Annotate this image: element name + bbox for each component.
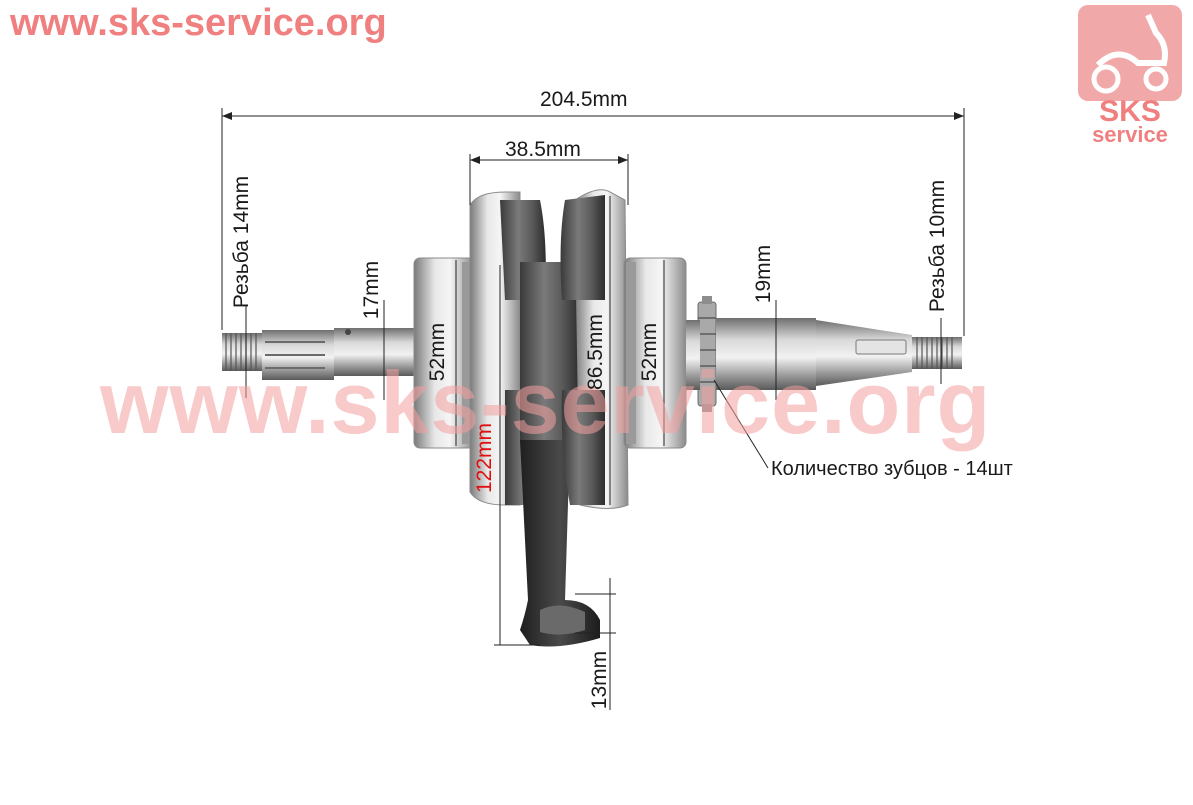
dimension-lines [221,108,965,710]
left-shaft [222,328,416,380]
right-journal [716,318,816,390]
left-journal [334,328,416,376]
left-spline-grooves [265,341,325,369]
bearing-left-label: 52mm [426,322,449,382]
teeth-count-label: Количество зубцов - 14шт [771,458,1013,480]
logo-line1: SKS [1099,95,1161,128]
shaft-right-label: 19mm [752,244,775,304]
woodruff-key [855,339,907,355]
web-width-label: 38.5mm [505,138,581,161]
sks-logo: SKS service [1078,5,1182,147]
left-thread [222,333,262,371]
left-thread-lines [225,333,257,371]
thread-left-label: Резьба 14mm [230,175,253,309]
connecting-rod [520,440,600,647]
scooter-icon [1078,5,1182,101]
bearing-right-label: 52mm [638,322,661,382]
dimension-arrows [222,112,964,164]
oil-hole [345,329,351,335]
thread-right-label: Резьба 10mm [926,179,949,313]
watermark-top: www.sks-service.org [10,2,387,44]
shaft-left-label: 17mm [360,260,383,320]
logo-line2: service [1092,122,1168,147]
flywheel-diameter-label: 86.5mm [584,314,607,390]
watermark-center: www.sks-service.org [100,353,992,452]
sprocket-teeth [702,296,712,412]
teeth-leader-line [713,379,769,469]
overall-length-label: 204.5mm [540,88,628,111]
rod-length-label: 122mm [473,422,496,494]
right-shaft [686,318,962,390]
small-end-label: 13mm [588,650,611,710]
right-thread-lines [916,337,953,369]
